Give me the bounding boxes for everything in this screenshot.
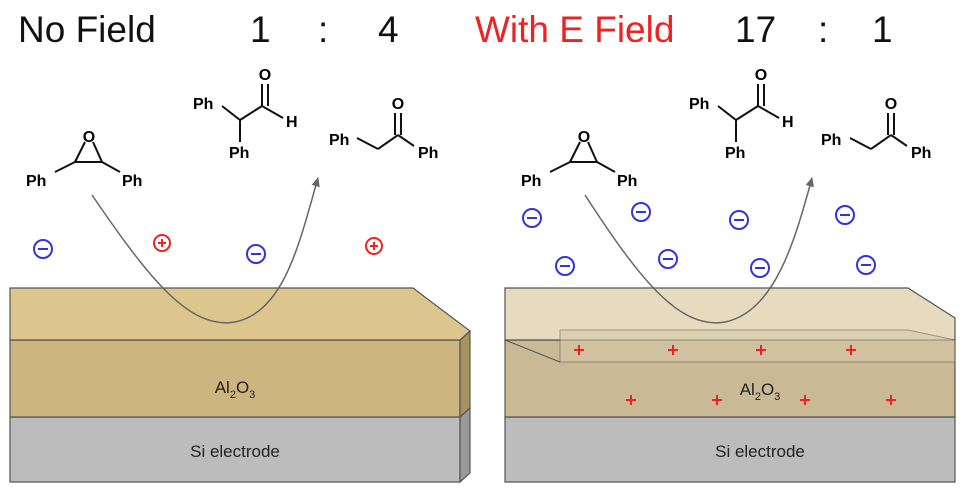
left-slab: Al2O3 Si electrode (9, 287, 471, 484)
right-ketone-oxygen: O (885, 96, 897, 113)
right-electrode-label: Si electrode (715, 442, 805, 461)
right-inner-top (559, 329, 956, 363)
with-field-ratio-sep: : (818, 9, 829, 50)
left-ketone (356, 113, 415, 150)
plus-charge-icon (712, 395, 722, 405)
left-si-side (459, 406, 471, 484)
anion-icon (555, 256, 575, 276)
plus-charge-icon (574, 345, 584, 355)
left-oxide-label: Al2O3 (215, 378, 256, 401)
cation-icon (153, 234, 171, 252)
right-aldehyde-ph2: Ph (725, 145, 745, 162)
plus-charge-icon (846, 345, 856, 355)
left-epoxide-ph2: Ph (122, 173, 142, 190)
left-aldehyde-hydrogen: H (286, 114, 298, 131)
plus-charge-icon (886, 395, 896, 405)
anion-icon (658, 249, 678, 269)
cation-icon (365, 237, 383, 255)
left-electrode-label: Si electrode (190, 442, 280, 461)
right-epoxide (549, 141, 616, 173)
right-aldehyde-ph1: Ph (689, 96, 709, 113)
right-epoxide-ph2: Ph (617, 173, 637, 190)
plus-charge-icon (626, 395, 636, 405)
right-reaction-arrow (584, 176, 814, 324)
plus-charge-icon (800, 395, 810, 405)
anion-icon (729, 210, 749, 230)
right-aldehyde-hydrogen: H (782, 114, 794, 131)
anion-icon (750, 258, 770, 278)
right-oxide-label: Al2O3 (740, 380, 781, 403)
left-ketone-ph2: Ph (418, 145, 438, 162)
right-panel: Al2O3 Si electrode (504, 67, 956, 483)
right-epoxide-oxygen: O (578, 129, 590, 146)
right-embedded-charges (574, 345, 896, 405)
no-field-ratio-right: 4 (378, 9, 399, 50)
left-reaction-arrow (91, 176, 320, 324)
right-layer-edge (504, 339, 561, 363)
right-ketone-ph1: Ph (821, 132, 841, 149)
left-aldehyde-ph2: Ph (229, 145, 249, 162)
left-epoxide (54, 141, 121, 173)
with-field-ratio-left: 17 (735, 9, 777, 50)
right-ketone (849, 113, 908, 150)
left-ketone-ph1: Ph (329, 132, 349, 149)
left-ketone-oxygen: O (392, 96, 404, 113)
left-aldehyde-oxygen: O (259, 67, 271, 84)
left-panel: Al2O3 Si electrode O Ph Ph (9, 67, 471, 484)
left-ions (33, 234, 383, 264)
no-field-ratio-left: 1 (250, 9, 271, 50)
right-epoxide-ph1: Ph (521, 173, 541, 190)
right-oxide-top (504, 287, 956, 341)
left-oxide-top (9, 287, 471, 341)
plus-charge-icon (756, 345, 766, 355)
with-field-label: With E Field (475, 9, 675, 50)
anion-icon (246, 244, 266, 264)
left-epoxide-oxygen: O (83, 129, 95, 146)
anion-icon (522, 208, 542, 228)
left-epoxide-ph1: Ph (26, 173, 46, 190)
anion-icon (835, 205, 855, 225)
left-aldehyde (221, 84, 284, 142)
no-field-label: No Field (18, 9, 156, 50)
with-field-ratio-right: 1 (872, 9, 893, 50)
right-slab: Al2O3 Si electrode (504, 287, 956, 483)
plus-charge-icon (668, 345, 678, 355)
anion-icon (631, 202, 651, 222)
anion-icon (33, 239, 53, 259)
left-oxide-side (459, 329, 471, 419)
left-aldehyde-ph1: Ph (193, 96, 213, 113)
anion-icon (856, 255, 876, 275)
right-ketone-ph2: Ph (911, 145, 931, 162)
right-aldehyde-oxygen: O (755, 67, 767, 84)
right-aldehyde (717, 84, 780, 142)
right-ions (522, 202, 876, 278)
no-field-ratio-sep: : (318, 9, 329, 50)
